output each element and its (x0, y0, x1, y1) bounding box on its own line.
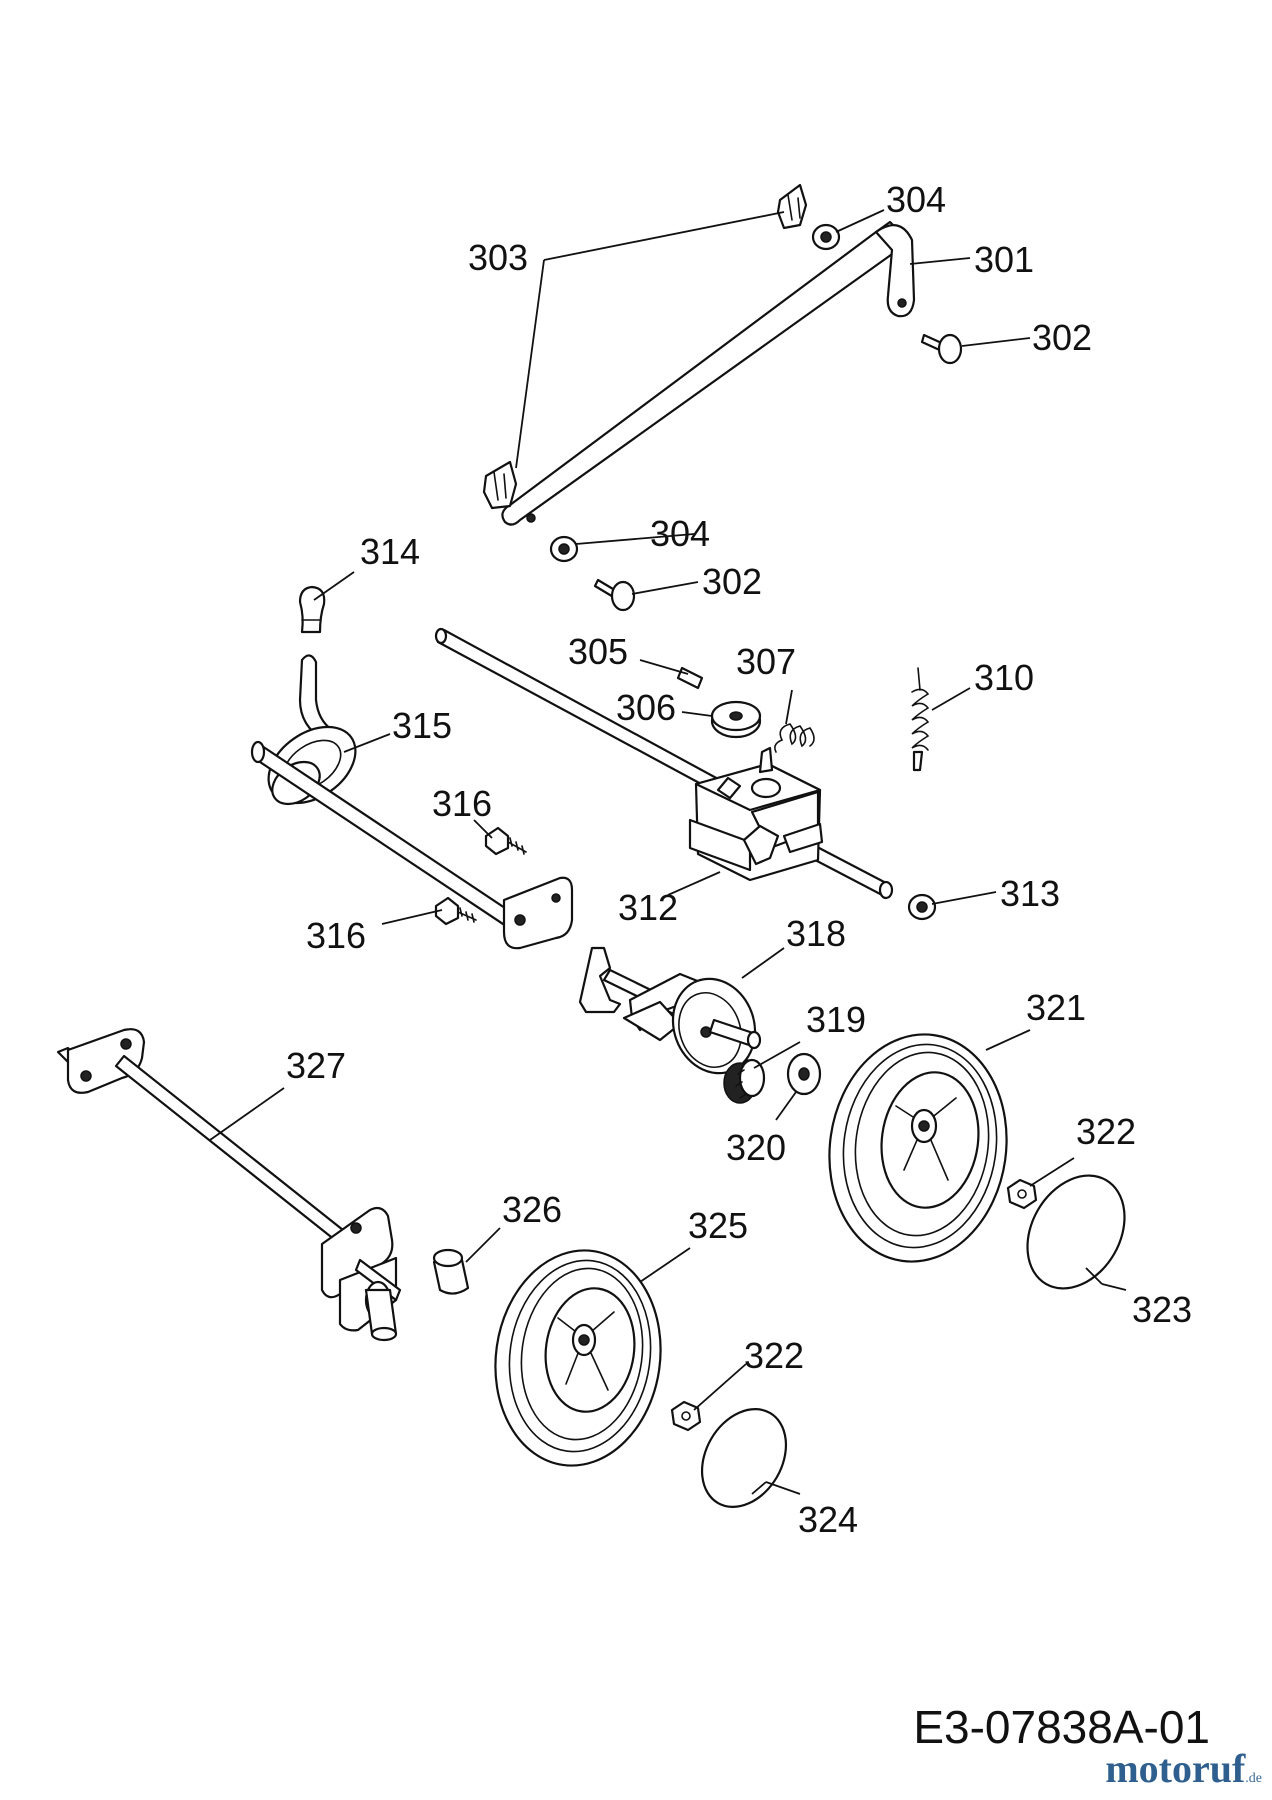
part-322-nut-lower (670, 1400, 702, 1432)
part-306-pulley (710, 700, 762, 739)
label-304-top: 304 (886, 179, 946, 220)
motoruf-watermark-logo: motoruf.de (1105, 1745, 1262, 1792)
label-324: 324 (798, 1499, 858, 1540)
part-315-shaft (250, 740, 522, 932)
part-303-clip-bottom (482, 460, 518, 510)
watermark-suffix: .de (1245, 1771, 1262, 1786)
label-305: 305 (568, 631, 628, 672)
label-304-bottom: 304 (650, 513, 710, 554)
part-324-hubcap (700, 1408, 788, 1508)
label-320: 320 (726, 1127, 786, 1168)
label-307: 307 (736, 641, 796, 682)
part-302-pin-top (920, 333, 963, 365)
label-322-upper: 322 (1076, 1111, 1136, 1152)
label-302-bottom: 302 (702, 561, 762, 602)
label-318: 318 (786, 913, 846, 954)
part-321-wheel (828, 1033, 1008, 1263)
part-303-clip-top (776, 183, 808, 230)
part-301-control-rod (501, 220, 916, 526)
part-313-washer (907, 893, 937, 921)
label-327: 327 (286, 1045, 346, 1086)
label-316-upper: 316 (432, 783, 492, 824)
part-326-spacer (432, 1248, 470, 1295)
label-314: 314 (360, 531, 420, 572)
label-325: 325 (688, 1205, 748, 1246)
part-320-washer (786, 1052, 822, 1096)
part-304-washer-top (811, 223, 841, 251)
part-325-wheel (494, 1249, 662, 1467)
part-316-bolt-lower (434, 896, 477, 926)
label-316-lower: 316 (306, 915, 366, 956)
label-302-top: 302 (1032, 317, 1092, 358)
part-322-nut-upper (1006, 1178, 1038, 1210)
label-322-lower: 322 (744, 1335, 804, 1376)
part-304-washer-bottom (549, 535, 579, 563)
label-323: 323 (1132, 1289, 1192, 1330)
part-302-pin-bottom (593, 578, 636, 612)
label-306: 306 (616, 687, 676, 728)
label-301: 301 (974, 239, 1034, 280)
part-310-spring (911, 667, 930, 772)
part-307-spring (774, 723, 815, 753)
part-318-bracket (578, 946, 762, 1075)
part-main-shaft (434, 627, 894, 900)
part-labels: 301 302 302 303 304 304 305 306 307 310 … (286, 179, 1192, 1540)
part-312-gearbox (688, 746, 824, 882)
part-mount-plate (502, 876, 574, 950)
part-314-knob (298, 585, 326, 634)
part-305-pin (676, 666, 704, 690)
label-312: 312 (618, 887, 678, 928)
label-303: 303 (468, 237, 528, 278)
label-313: 313 (1000, 873, 1060, 914)
part-327-front-axle (56, 1028, 402, 1342)
part-316-bolt-upper (484, 826, 527, 856)
label-319: 319 (806, 999, 866, 1040)
part-323-hubcap (1026, 1174, 1126, 1290)
watermark-text: motoruf (1105, 1746, 1246, 1791)
drawing-code: E3-07838A-01 (913, 1701, 1210, 1753)
part-319-gear (723, 1058, 766, 1104)
label-326: 326 (502, 1189, 562, 1230)
label-321: 321 (1026, 987, 1086, 1028)
label-310: 310 (974, 657, 1034, 698)
label-315: 315 (392, 705, 452, 746)
leader-lines (209, 209, 1127, 1495)
